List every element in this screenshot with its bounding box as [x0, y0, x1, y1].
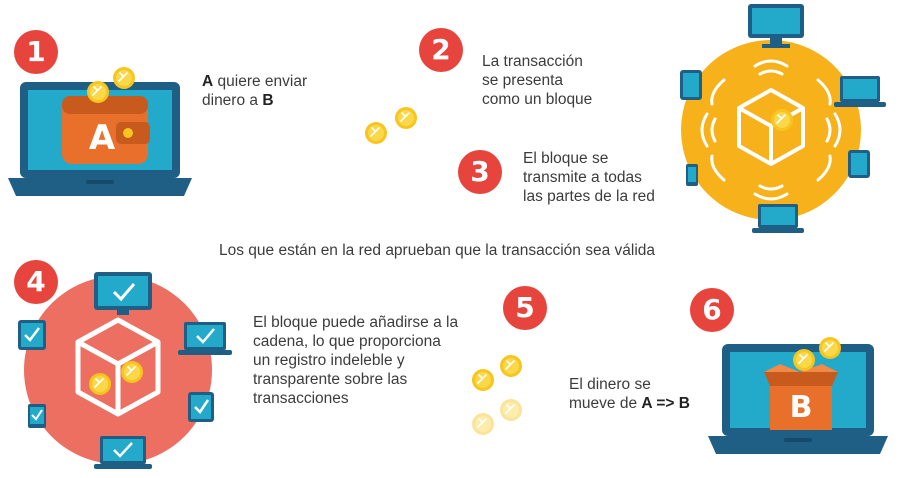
wifi-icon [700, 59, 842, 201]
cube-icon [737, 88, 805, 166]
laptop-box-icon [708, 336, 888, 454]
sender-letter: A [202, 73, 214, 90]
box-letter: B [789, 390, 813, 425]
laptop-check-icon [94, 436, 152, 469]
laptop-icon [834, 76, 886, 107]
step-2-text: La transacción se presenta como un bloqu… [482, 53, 593, 108]
validation-circle [18, 272, 232, 469]
laptop-check-icon [178, 322, 232, 355]
step-3-text: El bloque se transmite a todas las parte… [523, 150, 655, 205]
laptop-wallet-icon [8, 66, 192, 196]
network-circle [680, 4, 886, 233]
monitor-check-icon [94, 272, 152, 315]
phone-icon [686, 164, 698, 186]
step-4-badge: 4 [14, 260, 58, 304]
tablet-check-icon [188, 392, 214, 422]
coins-icon [471, 354, 523, 436]
phone-check-icon [28, 404, 46, 428]
network-caption: Los que están en la red aprueban que la … [219, 242, 656, 259]
receiver-letter: B [262, 92, 274, 109]
step-6-badge: 6 [690, 288, 734, 332]
tablet-icon [680, 70, 702, 100]
step-6-text: El dinero se mueve de A => B [569, 376, 690, 412]
wallet-letter: A [88, 118, 116, 158]
box-icon [764, 364, 838, 430]
step-2-badge: 2 [419, 28, 463, 72]
step-4-text: El bloque puede añadirse a la cadena, lo… [253, 314, 459, 407]
step-1-text: A quiere enviar dinero a B [202, 73, 308, 109]
monitor-icon [748, 4, 804, 48]
coins-icon [364, 106, 418, 145]
wallet-icon [62, 96, 150, 164]
laptop-icon [752, 204, 804, 233]
step-3-badge: 3 [458, 150, 502, 194]
tablet-check-icon [18, 320, 46, 350]
step-1-badge: 1 [14, 30, 58, 74]
cube-icon [75, 317, 161, 417]
step-5-badge: 5 [503, 286, 547, 330]
tablet-icon [848, 150, 870, 178]
